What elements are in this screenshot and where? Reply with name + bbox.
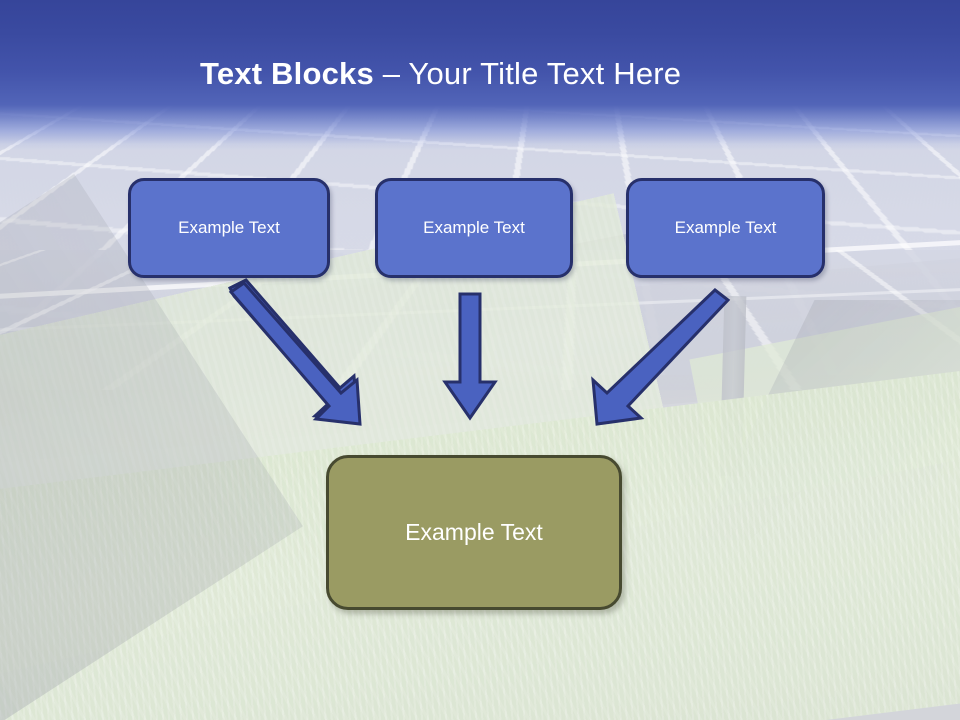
title-banner-gradient bbox=[0, 0, 960, 150]
text-block-3-label: Example Text bbox=[674, 218, 777, 237]
text-block-result-label: Example Text bbox=[405, 519, 543, 545]
text-block-1[interactable]: Example Text bbox=[128, 178, 330, 278]
text-block-2[interactable]: Example Text bbox=[375, 178, 573, 278]
text-block-result[interactable]: Example Text bbox=[326, 455, 622, 610]
text-block-3[interactable]: Example Text bbox=[626, 178, 825, 278]
text-block-2-label: Example Text bbox=[423, 218, 525, 237]
page-title: Text Blocks – Your Title Text Here bbox=[200, 54, 820, 94]
page-title-rest: – Your Title Text Here bbox=[373, 56, 682, 91]
text-block-1-label: Example Text bbox=[178, 218, 280, 237]
page-title-strong: Text Blocks bbox=[200, 56, 374, 91]
